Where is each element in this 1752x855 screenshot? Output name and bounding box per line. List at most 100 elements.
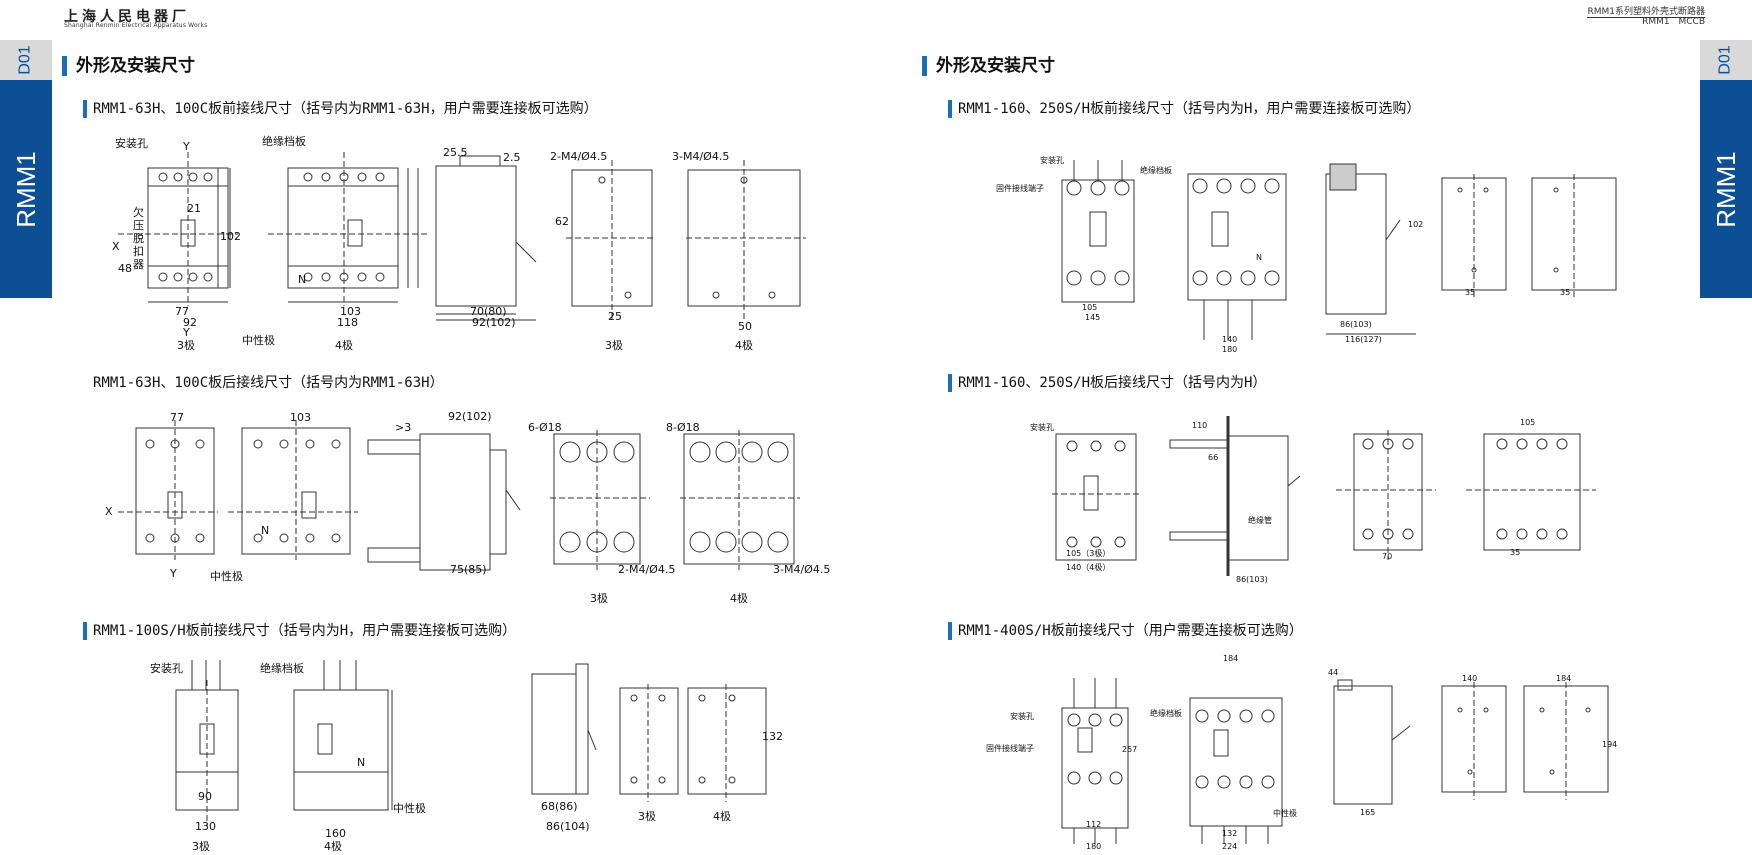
r-dim-102: 102 [1408,220,1424,229]
dim-92-102: 92(102) [472,316,516,329]
left-tab-code: D01 [16,45,34,75]
dim-62: 62 [555,215,569,228]
r-dim-184-400: 184 [1556,674,1572,683]
r-dim-140-400: 140 [1462,674,1478,683]
dim-50: 50 [738,320,752,333]
drawing-400-mount-4p [1522,682,1612,802]
drawing-100sh-4p [288,660,398,830]
label-mount-hole: 安装孔 [115,137,148,150]
r-label-mount-hole: 安装孔 [1040,156,1064,165]
label-4-pole: 4极 [335,339,353,352]
left-side-tab: D01 RMM1 [0,40,52,298]
drawing-63h-rear-4p [228,420,358,560]
drawing-63h-front-side [436,152,546,322]
r-dim-165: 165 [1360,808,1376,817]
label-undervoltage-trip: 欠压脱扣器 [133,206,144,271]
r-dim-66: 66 [1208,453,1219,462]
drawing-100sh-side [528,660,598,800]
label-n-100: N [357,756,366,769]
drawing-400-side [1330,676,1420,816]
right-side-tab: D01 RMM1 [1700,40,1752,298]
drawing-63h-rear-3p [118,420,218,560]
drawing-160-side [1322,160,1422,340]
label-insulation-plate-100: 绝缘档板 [260,662,304,675]
series-title: RMM1系列塑料外壳式断路器 [1587,4,1705,18]
r-dim-116-127: 116(127) [1345,335,1382,344]
drawing-100sh-3p [168,660,248,830]
drawing-63h-mount-3p [566,160,656,320]
dim-90: 90 [198,790,212,803]
r-dim-140: 140 [1222,335,1238,344]
right-sub-title-2: RMM1-160、250S/H板后接线尺寸（括号内为H） [948,374,1266,392]
r-label-mount-hole-400: 安装孔 [1010,712,1034,721]
label-x-axis: X [112,240,120,253]
drawing-160-mount-3p [1440,174,1510,304]
r-dim-132: 132 [1222,829,1238,838]
left-tab-model: RMM1 [10,150,41,228]
dim-8-phi18: 8-Ø18 [666,421,700,434]
label-3-pole-100-mount: 3极 [638,810,656,823]
label-3-pole-100: 3极 [192,840,210,853]
r-dim-145: 145 [1085,313,1101,322]
r-label-insulation-tube: 绝缘管 [1248,516,1272,525]
drawing-63h-front-3p [118,148,238,308]
label-insulation-plate: 绝缘档板 [262,135,306,148]
dim-gt3: >3 [395,421,412,434]
dim-103-rear: 103 [290,411,311,424]
r-dim-70: 70 [1382,552,1393,561]
r-label-insulation-plate-400: 绝缘档板 [1150,709,1182,718]
drawing-63h-rear-mount-4p [680,430,800,570]
dim-25: 25 [608,310,622,323]
label-mount-hole-100: 安装孔 [150,662,183,675]
label-y-rear: Y [170,567,177,580]
left-section-title: 外形及安装尺寸 [62,56,195,76]
dim-m4-2: 2-M4/Ø4.5 [550,150,608,163]
label-n-rear: N [261,524,270,537]
dim-48: 48 [118,262,132,275]
r-label-insulation-plate: 绝缘档板 [1140,166,1172,175]
r-label-fixed-terminal-400: 固件接线端子 [986,744,1034,753]
drawing-400-front-4p [1186,668,1296,848]
r-label-mount-hole-rear: 安装孔 [1030,423,1054,432]
drawing-160-rear-front [1052,430,1142,570]
right-sub-title-1: RMM1-160、250S/H板前接线尺寸（括号内为H，用户需要连接板可选购） [948,100,1420,118]
drawing-160-rear-mount-3p [1336,430,1436,560]
right-tab-code: D01 [1716,45,1734,75]
r-dim-180: 180 [1222,345,1238,354]
r-dim-105: 105 [1082,303,1098,312]
dim-2-m4-rear: 2-M4/Ø4.5 [618,563,676,576]
drawing-100sh-mount-4p [686,684,770,804]
r-dim-140-4p: 140（4极） [1066,563,1111,572]
label-x-rear: X [105,505,113,518]
label-3-pole-rear: 3极 [590,592,608,605]
dim-25-5: 25.5 [443,146,468,159]
dim-92-102-rear: 92(102) [448,410,492,423]
drawing-160-rear-side [1166,416,1306,576]
company-logo-en: Shanghai Renmin Electrical Apparatus Wor… [64,22,208,29]
r-dim-180-400: 180 [1086,842,1102,851]
label-4-pole-100: 4极 [324,840,342,853]
r-label-fixed-terminal: 固件接线端子 [996,184,1044,193]
r-dim-110: 110 [1192,421,1208,430]
r-dim-44: 44 [1328,668,1339,677]
label-3-pole: 3极 [177,339,195,352]
r-label-neutral-pole-400: 中性极 [1273,809,1297,818]
r-label-n: N [1256,253,1262,262]
dim-3-m4-rear: 3-M4/Ø4.5 [773,563,831,576]
dim-132: 132 [762,730,783,743]
label-y-bottom: Y [183,326,190,339]
r-dim-112: 112 [1086,820,1102,829]
label-y-axis: Y [183,140,190,153]
label-neutral-pole-100: 中性极 [393,802,426,815]
dim-92: 92 [183,316,197,329]
label-3-pole-mount: 3极 [605,339,623,352]
dim-118: 118 [337,316,358,329]
left-sub-title-2: RMM1-63H、100C板后接线尺寸（括号内为RMM1-63H） [93,375,444,391]
label-4-pole-mount: 4极 [735,339,753,352]
left-sub-title-3: RMM1-100S/H板前接线尺寸（括号内为H，用户需要连接板可选购） [83,622,516,640]
drawing-63h-rear-mount-3p [550,430,650,570]
model-line: RMM1 MCCB [1642,17,1705,27]
r-dim-86-103-rear: 86(103) [1236,575,1268,584]
label-neutral-pole-rear: 中性极 [210,570,243,583]
label-4-pole-rear: 4极 [730,592,748,605]
